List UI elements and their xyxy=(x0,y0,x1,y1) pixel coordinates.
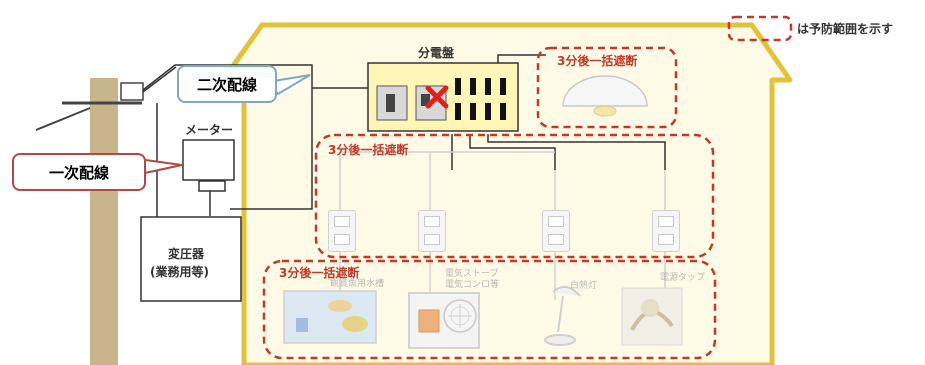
primary-wiring-callout: 一次配線 xyxy=(12,153,146,191)
primary-wiring-label: 一次配線 xyxy=(48,163,109,182)
legend-zone-sample xyxy=(727,15,793,42)
transformer-box xyxy=(140,216,242,302)
outlet-icon xyxy=(542,210,570,252)
breaker-x-icon xyxy=(425,85,449,109)
appliance-label-heater-line2: 電気コンロ等 xyxy=(445,280,500,290)
appliance-label-aquarium: 観賞魚用水槽 xyxy=(330,279,385,289)
leakage-breaker-handle xyxy=(421,94,430,106)
outlet-icon xyxy=(418,210,446,252)
faded-wiring xyxy=(339,151,666,300)
distribution-board-label: 分電盤 xyxy=(418,46,455,60)
aquarium-icon xyxy=(283,290,377,344)
outlet-icon xyxy=(652,210,680,252)
meter-box xyxy=(182,139,235,181)
zone-outlets xyxy=(314,133,715,259)
pole-arm-brace xyxy=(35,107,91,131)
heater-icon xyxy=(408,292,480,349)
transformer-label-line1: 変圧器 xyxy=(168,247,205,261)
utility-pole xyxy=(90,78,118,365)
zone-ceiling xyxy=(536,46,678,129)
main-breaker-handle xyxy=(386,94,395,112)
transformer-label-line2: (業務用等) xyxy=(150,265,209,279)
outlets-zone-title: 3分後一括遮断 xyxy=(328,143,409,157)
secondary-wiring-label: 二次配線 xyxy=(196,75,257,94)
appliance-label-heater-line1: 電気ストーブ xyxy=(445,269,499,279)
appliance-label-stand: 電源タップ xyxy=(660,273,706,283)
pole-transformer-box xyxy=(120,82,144,101)
meter-label: メーター xyxy=(185,123,234,137)
appliances-zone-title: 3分後一括遮断 xyxy=(279,266,360,280)
ceiling-light-icon xyxy=(562,75,648,117)
outlet-icon xyxy=(328,210,356,252)
appliance-label-desk-lamp: 白熱灯 xyxy=(570,281,598,291)
meter-base xyxy=(198,180,226,192)
stand-icon xyxy=(621,287,683,346)
legend-text: は予防範囲を示す xyxy=(797,22,894,36)
ceiling-zone-title: 3分後一括遮断 xyxy=(557,54,638,68)
secondary-wiring-callout: 二次配線 xyxy=(177,65,277,103)
branch-breakers xyxy=(455,78,506,120)
desk-lamp-icon xyxy=(544,285,581,346)
zone-appliances xyxy=(262,259,717,360)
